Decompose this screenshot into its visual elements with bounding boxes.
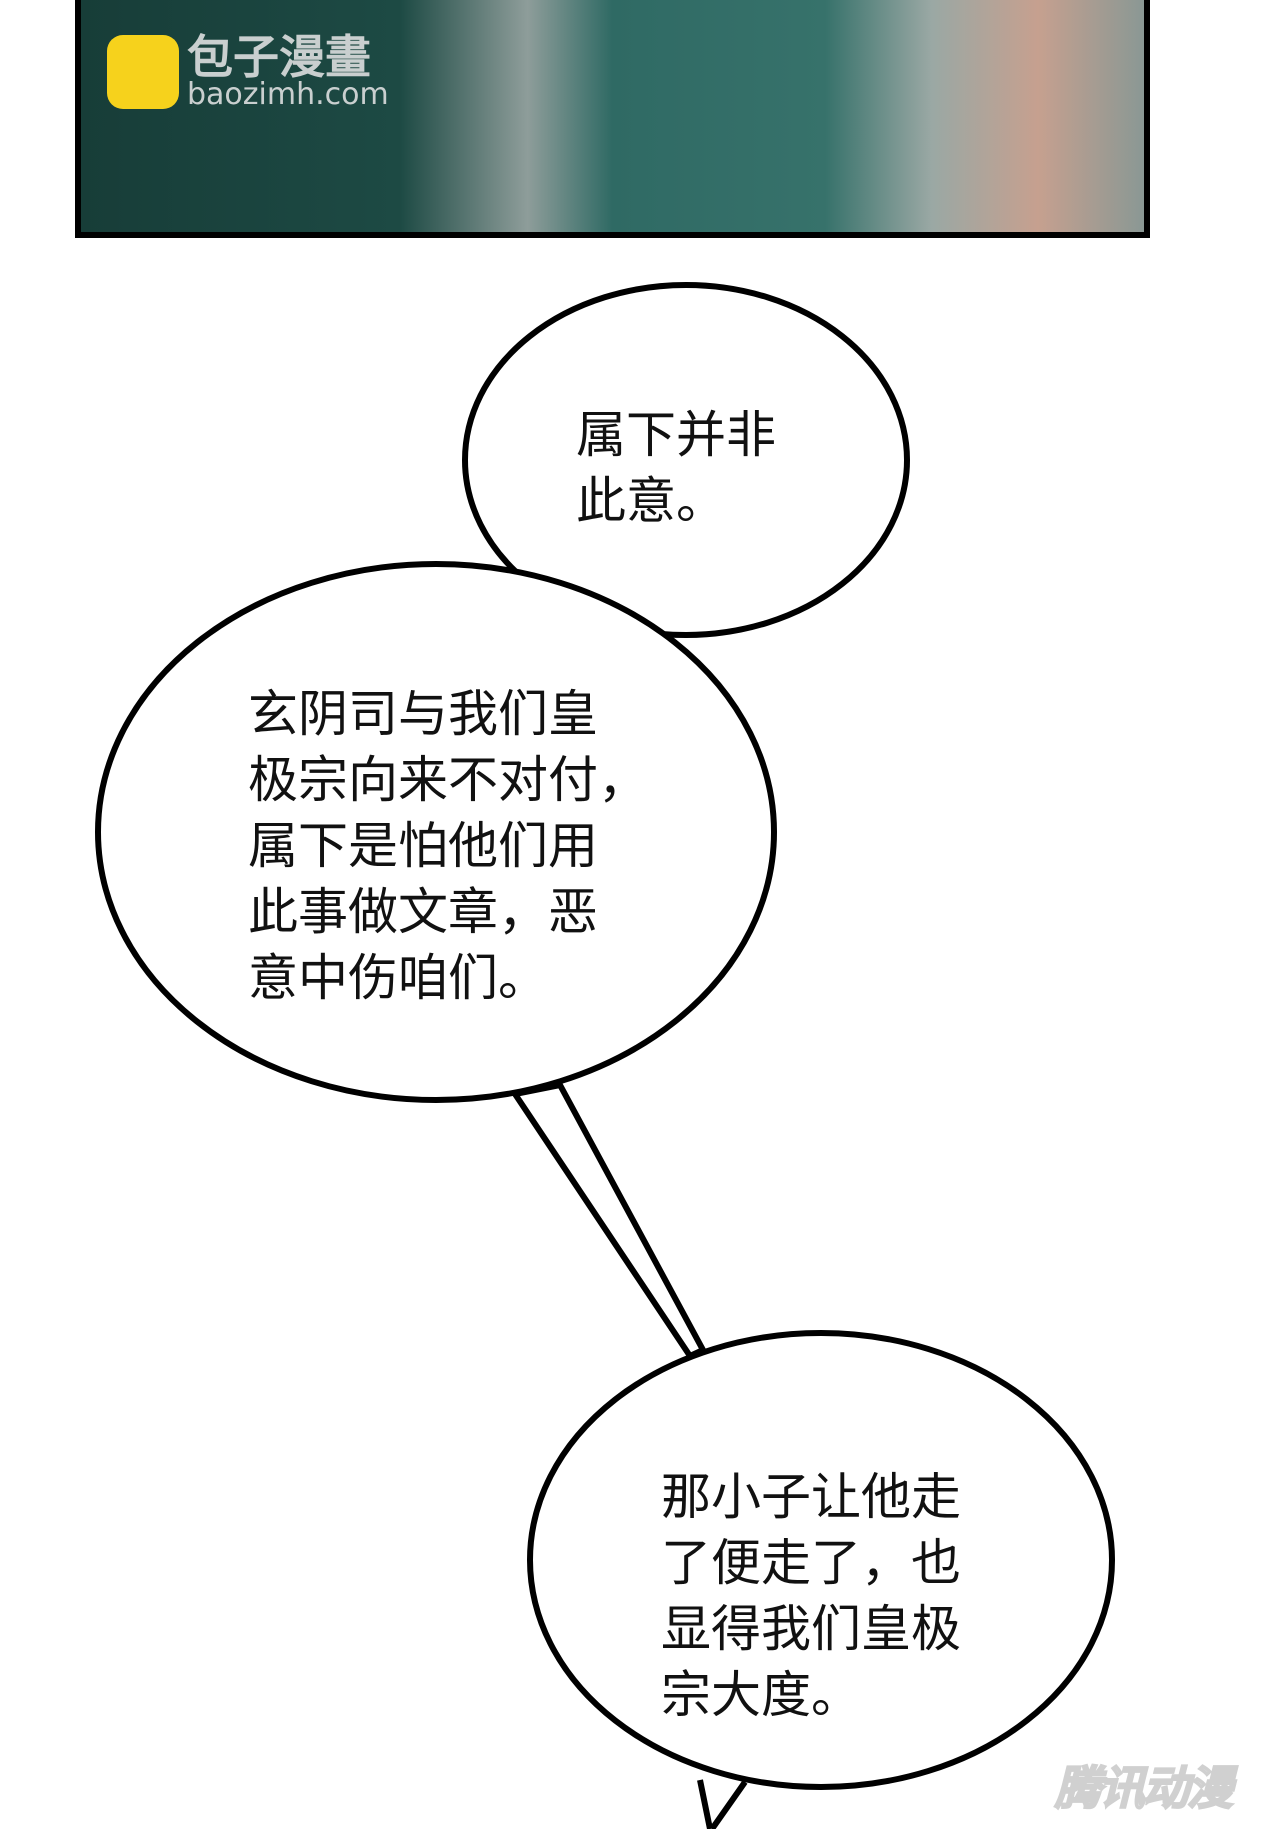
bubble-1-shape xyxy=(462,282,910,638)
bubble-2-shape xyxy=(95,561,777,1103)
bun-icon xyxy=(107,35,179,109)
comic-panel-image: 包子漫畫 baozimh.com xyxy=(75,0,1150,238)
logo-name: 包子漫畫 xyxy=(187,30,371,84)
bubble-2-tail xyxy=(510,1081,708,1360)
bubble-3-shape xyxy=(527,1330,1115,1790)
bubble-2-text: 玄阴司与我们皇 极宗向来不对付， 属下是怕他们用 此事做文章，恶 意中伤咱们。 xyxy=(248,685,648,1007)
logo-domain: baozimh.com xyxy=(187,77,389,112)
baozimh-logo: 包子漫畫 baozimh.com xyxy=(107,34,389,110)
bubble-1-text: 属下并非 此意。 xyxy=(576,406,776,530)
bubble-3-text: 那小子让他走 了便走了，也 显得我们皇极 宗大度。 xyxy=(661,1468,961,1724)
tencent-comic-watermark: 腾讯动漫 xyxy=(1054,1760,1234,1816)
